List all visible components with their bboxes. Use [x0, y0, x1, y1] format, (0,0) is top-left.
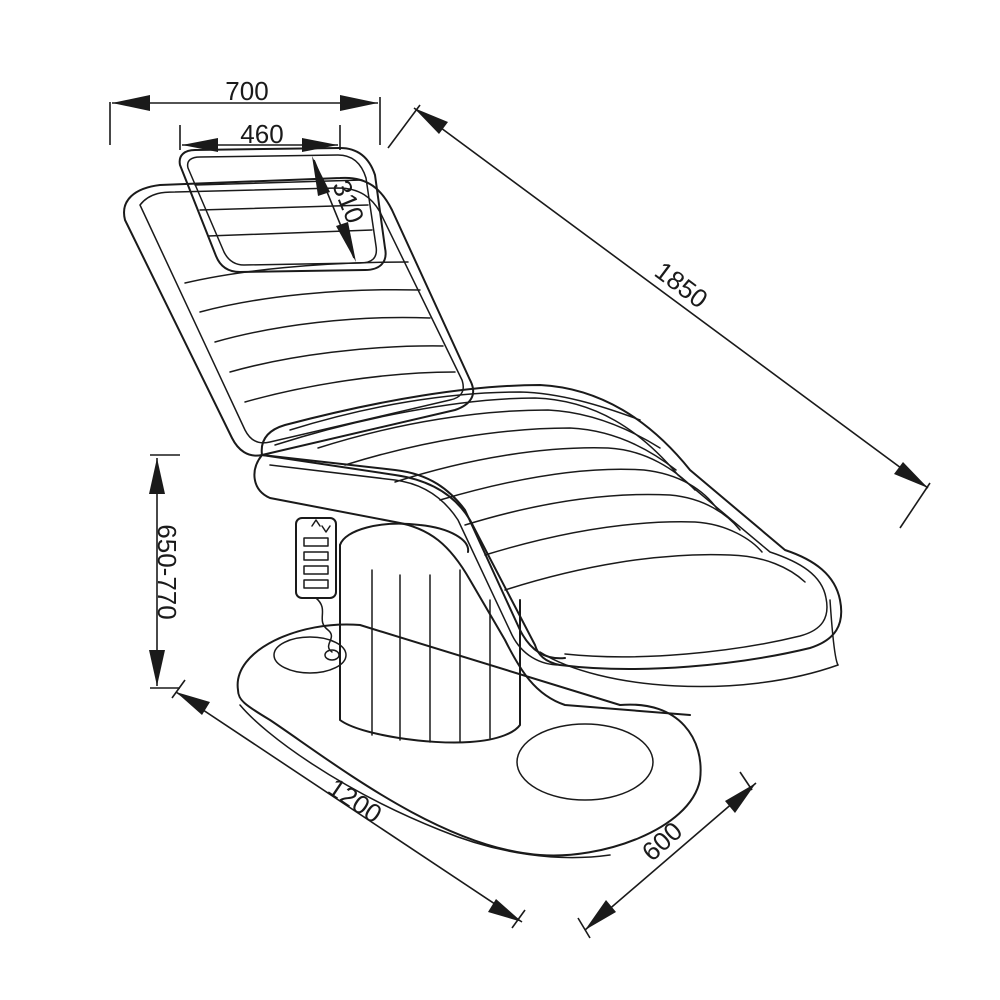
- label-pillow-depth: 310: [326, 176, 370, 227]
- dimension-overall-length: [387, 104, 931, 529]
- label-base-width: 600: [636, 816, 688, 867]
- dimension-pillow-width: [179, 125, 341, 152]
- remote-button: [303, 565, 329, 575]
- remote-button: [303, 537, 329, 547]
- label-height: 650-770: [152, 524, 182, 619]
- dimension-height: [149, 454, 180, 689]
- dimension-base-width: [577, 771, 757, 939]
- remote-button: [303, 579, 329, 589]
- base-foot-pad: [516, 723, 654, 801]
- dimension-top-width: [109, 95, 381, 145]
- dimension-base-length: [171, 679, 526, 929]
- base-cable-port: [273, 636, 347, 674]
- label-pillow-width: 460: [240, 119, 283, 149]
- seat-frame: [253, 454, 691, 716]
- backrest: [123, 176, 475, 457]
- label-base-length: 1200: [323, 772, 388, 829]
- remote-button: [303, 551, 329, 561]
- lift-column: [339, 522, 521, 744]
- label-top-width: 700: [225, 76, 268, 106]
- base-plate: [236, 623, 702, 859]
- hand-remote: [295, 517, 340, 661]
- seat-cushion: [260, 384, 843, 688]
- dimension-pillow-depth: [312, 156, 356, 262]
